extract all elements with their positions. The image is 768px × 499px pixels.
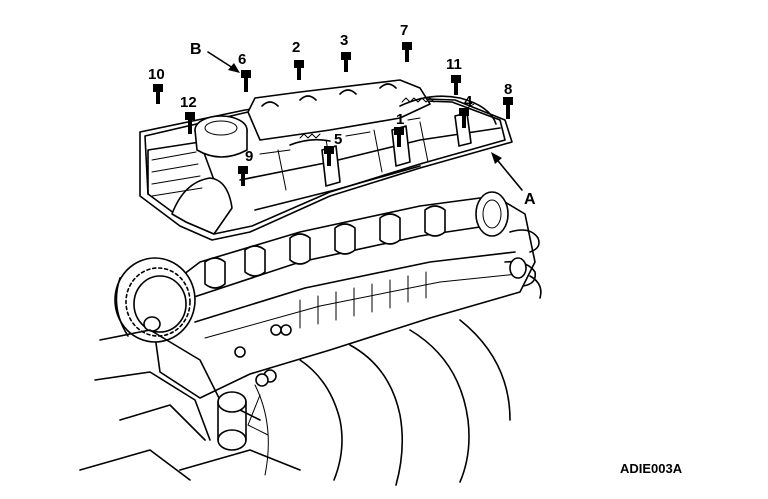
bolt-6: [241, 70, 251, 92]
bolt-11: [451, 75, 461, 95]
cam-cover: [139, 79, 513, 241]
callout-letter-a: A: [524, 191, 536, 208]
callout-11: 11: [446, 56, 462, 73]
callout-12: 12: [180, 94, 197, 111]
bolt-1: [394, 127, 404, 147]
callout-2: 2: [292, 39, 300, 56]
leader-lines: [207, 51, 523, 191]
figure-code: ADIE003A: [620, 461, 683, 476]
callout-3: 3: [340, 32, 348, 49]
callout-6: 6: [238, 51, 246, 68]
callout-labels: 1 2 3 4 5 6 7 8 9 10 11 12 A B: [148, 22, 536, 208]
callout-4: 4: [464, 93, 473, 110]
callout-9: 9: [245, 148, 253, 165]
callout-7: 7: [400, 22, 408, 39]
bolt-9: [238, 166, 248, 186]
bolt-8: [503, 97, 513, 119]
engine-block: [79, 319, 511, 486]
callout-letter-b: B: [190, 41, 202, 58]
callout-5: 5: [334, 131, 342, 148]
bolt-4: [459, 108, 469, 128]
callout-8: 8: [504, 81, 512, 98]
cover-bolts: [153, 42, 513, 186]
callout-10: 10: [148, 66, 165, 83]
bolt-10: [153, 84, 163, 104]
callout-1: 1: [396, 111, 404, 128]
bolt-12: [185, 112, 195, 134]
bolt-7: [402, 42, 412, 62]
timing-sprocket: [114, 257, 196, 343]
bolt-5: [324, 146, 334, 166]
bolt-3: [341, 52, 351, 72]
bolt-2: [294, 60, 304, 80]
cylinder-head: [149, 191, 542, 399]
